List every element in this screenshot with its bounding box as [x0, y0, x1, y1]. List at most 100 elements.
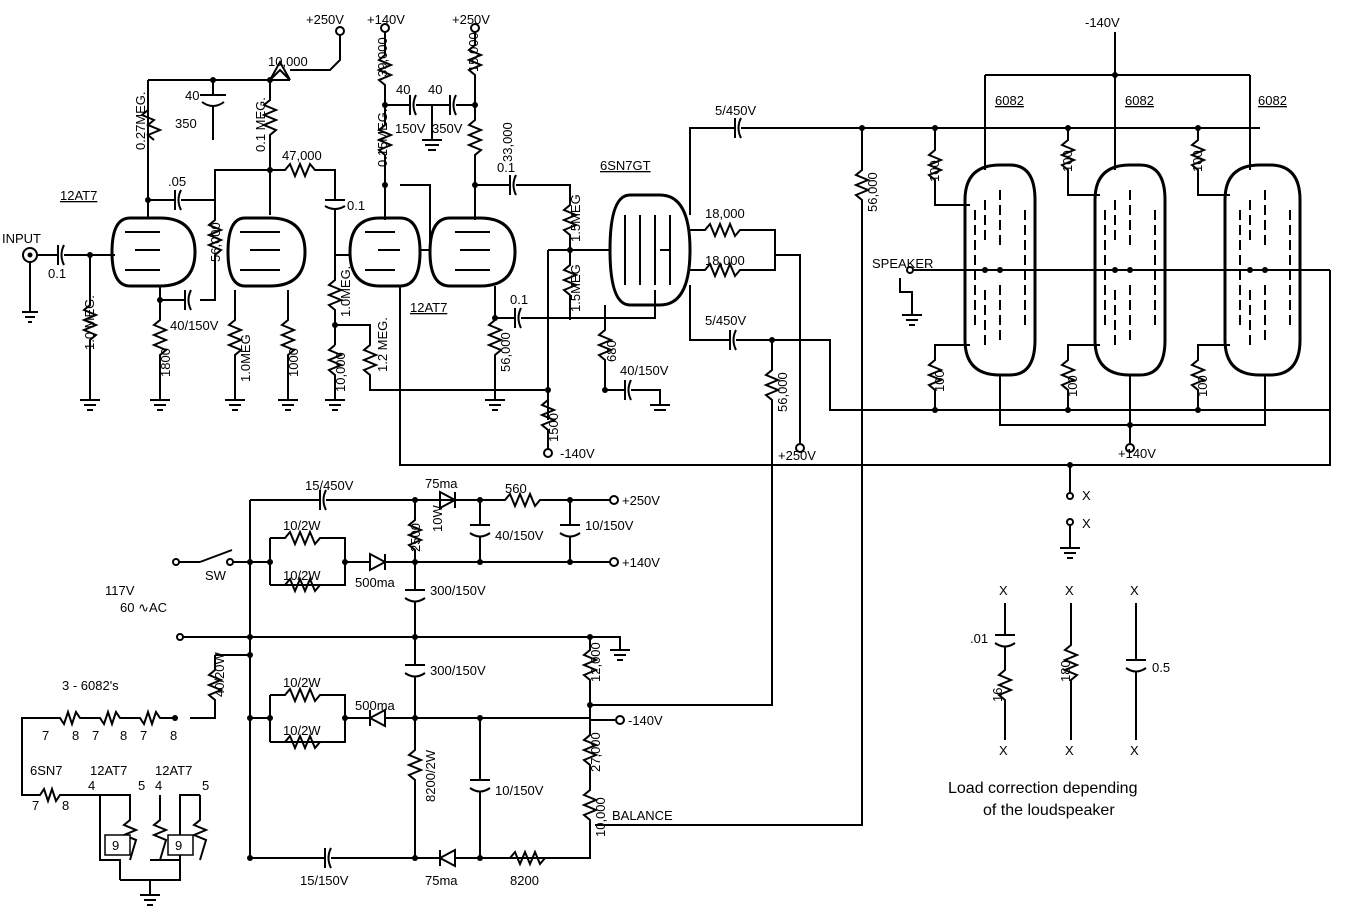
r-10-2w-a-label: 10/2W	[283, 518, 321, 533]
input-label: INPUT	[2, 231, 41, 246]
out1-label: 6082	[995, 93, 1024, 108]
r-10w-label: 10W	[430, 505, 445, 532]
r-1500-label: 1500	[546, 413, 561, 442]
load-text-2: of the loudspeaker	[983, 802, 1115, 819]
r-p1-label: 0.27MEG.	[133, 91, 148, 150]
r-18000-a-label: 18,000	[705, 206, 745, 221]
tube3-label: 6SN7GT	[600, 158, 651, 173]
pin-4: 8	[120, 728, 127, 743]
r-33000-label: 33,000	[500, 122, 515, 162]
tube-12at7-1b	[226, 216, 307, 288]
supply-250b: +250V	[452, 12, 490, 27]
lc-x6: X	[1130, 743, 1139, 758]
lc-x5: X	[1130, 583, 1139, 598]
r-100-a: 100	[927, 160, 942, 182]
d-500ma-b-label: 500ma	[355, 698, 396, 713]
c-10-150-a-label: 10/150V	[585, 518, 634, 533]
pin-14: 9	[175, 838, 182, 853]
pin-1: 7	[42, 728, 49, 743]
d-75ma-b-label: 75ma	[425, 873, 458, 888]
c-300-150-a-label: 300/150V	[430, 583, 486, 598]
ac-label: 117V	[105, 583, 135, 598]
c-01c-label: 0.1	[510, 292, 528, 307]
pin-12: 5	[202, 778, 209, 793]
r-10meg-b-label: 1.0MEG.	[338, 266, 353, 317]
lc-c05-label: 0.5	[1152, 660, 1170, 675]
r-18000-b-label: 18,000	[705, 253, 745, 268]
supply-neg140-bias: -140V	[560, 446, 595, 461]
lc-r180-label: 180	[1058, 660, 1073, 682]
c-01a-label: 0.1	[347, 198, 365, 213]
c-350v-label: 350V	[432, 121, 463, 136]
r-12meg-label: 1.2 MEG.	[375, 317, 390, 372]
out2-label: 6082	[1125, 93, 1154, 108]
r-47000-label: 47,000	[282, 148, 322, 163]
lc-x2: X	[999, 743, 1008, 758]
c-in-label: 0.1	[48, 266, 66, 281]
pin-2: 8	[72, 728, 79, 743]
r-27000-label: 27,000	[588, 732, 603, 772]
out3-label: 6082	[1258, 93, 1287, 108]
output-tube-3	[1223, 163, 1302, 377]
input-stage: INPUT 0.1 1.0 MEG.	[2, 231, 115, 411]
c-350-label: 350	[175, 116, 197, 131]
pin-9: 4	[88, 778, 95, 793]
c-15-150-label: 15/150V	[300, 873, 349, 888]
c-40b-label: 40	[396, 82, 410, 97]
r-015meg-label: 0.15MEG.	[375, 108, 390, 167]
r-680-label: 680	[604, 340, 619, 362]
supply-250-mid: +250V	[778, 448, 816, 463]
c-01b-label: 0.1	[497, 160, 515, 175]
r-8200-2w-label: 8200/2W	[423, 749, 438, 802]
lc-x4: X	[1065, 743, 1074, 758]
r-40-20w-label: 40/20W	[212, 651, 227, 697]
r-56000-b-label: 56,000	[498, 332, 513, 372]
tube1-label: 12AT7	[60, 188, 97, 203]
tube-6sn7gt: 6SN7GT	[600, 158, 692, 307]
load-correction: X .01 16 X X 180 X X 0.5 X Load correcti…	[948, 583, 1170, 819]
c-15-450-label: 15/450V	[305, 478, 354, 493]
r-1meg-a-label: 1.0MEG	[238, 334, 253, 382]
sw-label: SW	[205, 568, 227, 583]
pin-11: 4	[155, 778, 162, 793]
tube2-label: 12AT7	[410, 300, 447, 315]
r-100-d: 100	[932, 370, 947, 392]
r-10-2w-c-label: 10/2W	[283, 675, 321, 690]
d-500ma-a-label: 500ma	[355, 575, 396, 590]
ac2-label: 60 ∿AC	[120, 600, 167, 615]
speaker-label: SPEAKER	[872, 256, 933, 271]
c-40-150-label: 40/150V	[170, 318, 219, 333]
lc-x1: X	[999, 583, 1008, 598]
heaters-label: 3 - 6082's	[62, 678, 119, 693]
r-1000-label: 1000	[286, 348, 301, 377]
supply-neg140-top: -140V	[1085, 15, 1120, 30]
r-15meg-b-label: 1.5MEG	[568, 264, 583, 312]
lc-x3: X	[1065, 583, 1074, 598]
r-10-2w-b-label: 10/2W	[283, 568, 321, 583]
c-10-150-b-label: 10/150V	[495, 783, 544, 798]
c-40-150-c-label: 40/150V	[495, 528, 544, 543]
pin-6: 8	[170, 728, 177, 743]
r-10000-label: 10,000	[268, 54, 308, 69]
r-15meg-a-label: 1.5MEG	[568, 194, 583, 242]
c-5-450-b-label: 5/450V	[705, 313, 747, 328]
r-01meg-label: 0.1 MEG.	[253, 97, 268, 152]
r-560-label: 560	[505, 481, 527, 496]
r-56k-a-label: 56,000	[208, 222, 223, 262]
supply-140a: +140V	[367, 12, 405, 27]
x-term-a: X	[1082, 488, 1091, 503]
c-40-350-label: 40	[185, 88, 199, 103]
r-39000-label: 39,000	[375, 37, 390, 77]
balance-label: BALANCE	[612, 808, 673, 823]
c-150v-label: 150V	[395, 121, 426, 136]
supply-plus140: +140V	[1118, 446, 1156, 461]
r-10000-c-label: 10,000	[593, 797, 608, 837]
power-supply: 15/450V 75ma 560 +250V 40/150V 10/150V 2…	[21, 476, 673, 906]
r-100-c: 100	[1190, 150, 1205, 172]
r-56000-d-label: 56,000	[775, 372, 790, 412]
supply-250a: +250V	[306, 12, 344, 27]
r-15000-label: 15,000	[466, 32, 481, 72]
pin-5: 7	[140, 728, 147, 743]
r-1800-label: 1800	[158, 348, 173, 377]
